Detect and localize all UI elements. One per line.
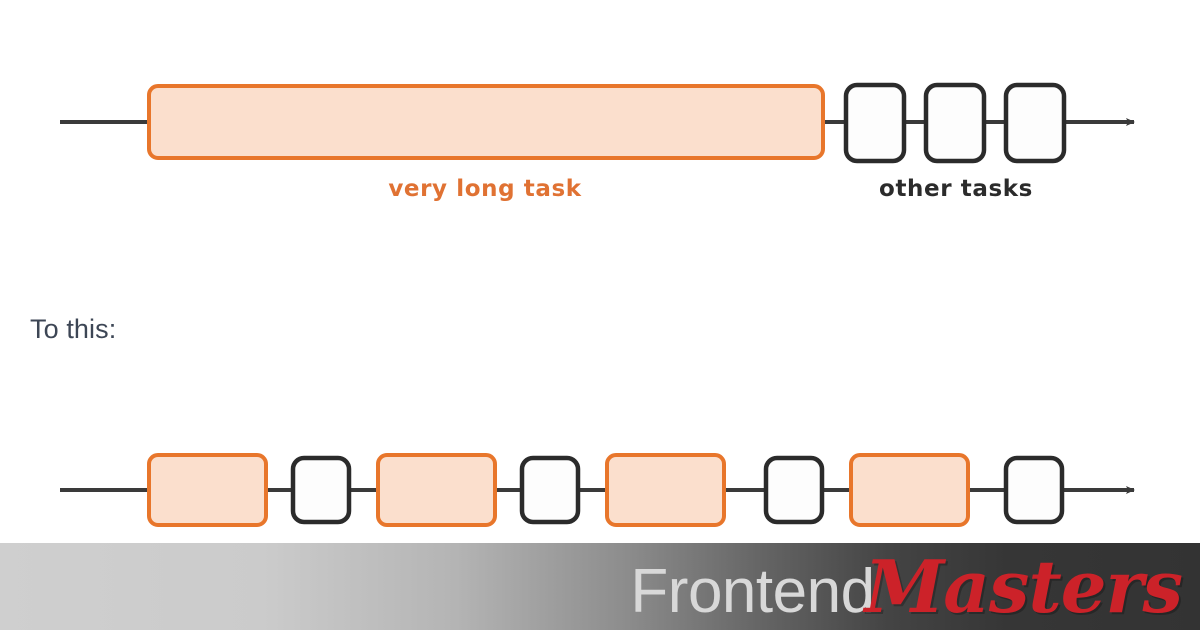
brand-frontend-text: Frontend — [630, 556, 875, 626]
very-long-task-label: very long task — [388, 176, 582, 202]
frontend-masters-logo[interactable]: Frontend Masters — [630, 543, 1183, 629]
chunk-task-block — [849, 453, 970, 527]
other-task-block — [923, 82, 987, 164]
other-tasks-label: other tasks — [879, 176, 1033, 202]
footer-brand-bar: Frontend Masters — [0, 543, 1200, 630]
chunk-task-block — [147, 453, 268, 527]
other-task-block — [519, 455, 581, 525]
other-task-block — [843, 82, 907, 164]
top-timeline-group — [60, 82, 1135, 164]
bottom-timeline-group — [60, 453, 1135, 527]
other-task-block — [1003, 455, 1065, 525]
other-task-block — [290, 455, 352, 525]
chunk-task-block — [376, 453, 497, 527]
other-task-block — [1003, 82, 1067, 164]
chunk-task-block — [605, 453, 726, 527]
long-task-block — [147, 84, 825, 160]
to-this-caption: To this: — [30, 314, 117, 344]
brand-masters-text: Masters — [864, 543, 1183, 629]
other-task-block — [763, 455, 825, 525]
